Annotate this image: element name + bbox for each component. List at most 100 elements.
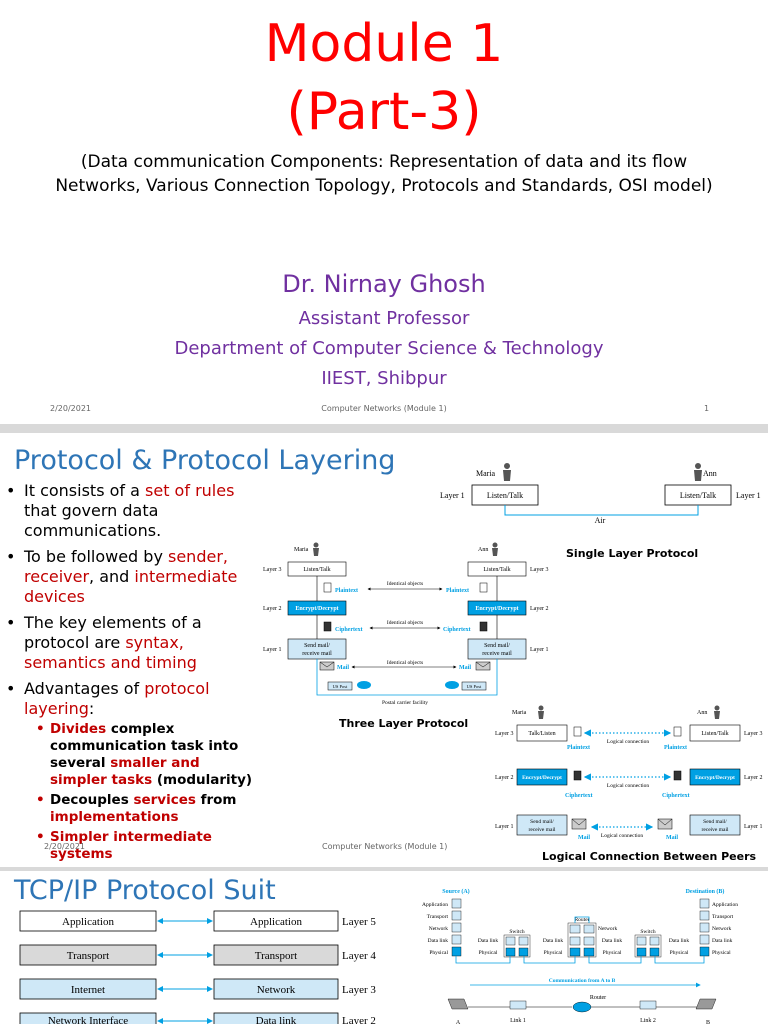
svg-text:Layer 2: Layer 2 — [744, 775, 763, 781]
bullet-set-of-rules: • It consists of a set of rules that gov… — [6, 481, 235, 540]
bullet-followed-by: • To be followed by sender, receiver, an… — [6, 547, 238, 606]
svg-text:Transport: Transport — [427, 914, 449, 920]
bullet-list: • It consists of a set of rules that gov… — [6, 481, 256, 863]
footer-date: 2/20/2021 — [50, 404, 92, 413]
slide-divider — [0, 867, 768, 871]
svg-text:Data link: Data link — [478, 938, 499, 944]
svg-text:Layer 3: Layer 3 — [342, 984, 376, 996]
svg-text:Application: Application — [422, 902, 448, 908]
svg-text:Listen/Talk: Listen/Talk — [487, 491, 523, 500]
svg-text:Identical objects: Identical objects — [387, 660, 423, 666]
svg-text:Application: Application — [712, 902, 738, 908]
svg-text:Switch: Switch — [509, 929, 525, 935]
sub-bullet-simpler: • Simpler intermediate systems — [36, 829, 212, 862]
svg-text:Postal carrier facility: Postal carrier facility — [382, 699, 428, 706]
svg-text:Layer 4: Layer 4 — [342, 950, 376, 962]
svg-text:Layer 2: Layer 2 — [342, 1015, 376, 1024]
page-subtitle-part: (Part-3) — [286, 82, 482, 142]
topics-line-1: (Data communication Components: Represen… — [80, 152, 688, 172]
svg-text:Listen/Talk: Listen/Talk — [303, 567, 330, 573]
svg-text:US Post: US Post — [333, 684, 348, 689]
svg-text:Maria: Maria — [294, 547, 309, 553]
svg-text:Layer 3: Layer 3 — [263, 567, 282, 573]
svg-text:Plaintext: Plaintext — [335, 588, 358, 594]
svg-text:Send mail/: Send mail/ — [304, 643, 330, 649]
svg-text:Network: Network — [712, 926, 731, 932]
svg-text:Encrypt/Decrypt: Encrypt/Decrypt — [695, 775, 735, 781]
svg-text:Transport: Transport — [255, 950, 297, 962]
svg-text:Layer 3: Layer 3 — [495, 731, 514, 737]
svg-text:receive mail: receive mail — [701, 827, 728, 833]
logical-connection-diagram: Maria Ann Layer 3 Talk/Listen Listen/Tal… — [495, 705, 763, 863]
single-layer-diagram: Maria Ann Layer 1 Listen/Talk Listen/Tal… — [440, 463, 761, 560]
svg-text:Listen/Talk: Listen/Talk — [680, 491, 716, 500]
tcpip-network-diagram: Source (A) Destination (B) Application T… — [422, 888, 738, 1024]
svg-text:Ciphertext: Ciphertext — [662, 793, 690, 799]
svg-text:receive mail: receive mail — [482, 651, 512, 657]
footer-center: Computer Networks (Module 1) — [322, 842, 448, 851]
sub-bullet-divides: • Divides complex communication task int… — [36, 721, 253, 788]
svg-text:Send mail/: Send mail/ — [530, 819, 554, 825]
person-icon — [695, 463, 701, 469]
svg-text:Ciphertext: Ciphertext — [565, 793, 593, 799]
caption-logical-connection: Logical Connection Between Peers — [542, 850, 757, 863]
svg-text:Router: Router — [590, 995, 606, 1001]
svg-text:Talk/Listen: Talk/Listen — [528, 731, 555, 737]
svg-text:Layer 2: Layer 2 — [530, 606, 549, 612]
tcpip-layer-left: Application Transport Internet Network I… — [19, 910, 157, 1024]
svg-text:Air: Air — [595, 516, 606, 525]
footer-page: 1 — [704, 404, 710, 413]
caption-single-layer: Single Layer Protocol — [566, 547, 698, 560]
svg-text:Physical: Physical — [429, 950, 448, 956]
svg-text:Network Interface: Network Interface — [48, 1015, 128, 1024]
svg-text:Physical: Physical — [479, 950, 498, 956]
author-institute: IIEST, Shibpur — [321, 368, 447, 389]
svg-text:Link 1: Link 1 — [510, 1018, 526, 1024]
svg-text:Network: Network — [429, 926, 448, 932]
svg-text:Physical: Physical — [670, 950, 689, 956]
svg-text:Logical connection: Logical connection — [607, 739, 650, 745]
slide-title: Module 1 (Part-3) (Data communication Co… — [0, 0, 768, 424]
svg-text:Mail: Mail — [666, 835, 678, 841]
svg-text:Ciphertext: Ciphertext — [443, 627, 471, 633]
svg-text:Layer 1: Layer 1 — [736, 491, 761, 500]
svg-text:Ann: Ann — [478, 547, 488, 553]
svg-text:Layer 3: Layer 3 — [530, 567, 549, 573]
svg-text:Layer 1: Layer 1 — [440, 491, 465, 500]
svg-text:Physical: Physical — [712, 950, 731, 956]
svg-text:Encrypt/Decrypt: Encrypt/Decrypt — [475, 606, 518, 612]
svg-text:receive mail: receive mail — [302, 651, 332, 657]
svg-text:Listen/Talk: Listen/Talk — [701, 731, 728, 737]
svg-text:Application: Application — [250, 916, 302, 928]
protocol-diagrams: Maria Ann Layer 1 Listen/Talk Listen/Tal… — [263, 463, 763, 863]
footer-date: 2/20/2021 — [44, 842, 86, 851]
svg-text:Layer 1: Layer 1 — [744, 824, 763, 830]
svg-text:Layer 1: Layer 1 — [495, 824, 514, 830]
svg-text:Layer 1: Layer 1 — [530, 647, 549, 653]
svg-text:Encrypt/Decrypt: Encrypt/Decrypt — [522, 775, 562, 781]
footer-center: Computer Networks (Module 1) — [321, 404, 447, 413]
svg-text:Data link: Data link — [602, 938, 623, 944]
svg-text:Physical: Physical — [603, 950, 622, 956]
slide-tcpip: TCP/IP Protocol Suit Application Transpo… — [0, 871, 768, 1024]
page-title: Module 1 — [264, 14, 504, 74]
svg-text:Transport: Transport — [712, 914, 734, 920]
slide-divider — [0, 424, 768, 433]
svg-text:Transport: Transport — [67, 950, 109, 962]
svg-text:Mail: Mail — [578, 835, 590, 841]
sub-bullets: • Divides complex communication task int… — [36, 721, 256, 863]
svg-text:Data link: Data link — [669, 938, 690, 944]
svg-text:Data link: Data link — [543, 938, 564, 944]
svg-text:Encrypt/Decrypt: Encrypt/Decrypt — [295, 606, 338, 612]
svg-text:receive mail: receive mail — [528, 827, 555, 833]
svg-text:Layer 2: Layer 2 — [495, 775, 514, 781]
sub-bullet-decouples: • Decouples services from implementation… — [36, 792, 237, 825]
svg-text:US Post: US Post — [467, 684, 482, 689]
svg-text:Plaintext: Plaintext — [446, 588, 469, 594]
svg-text:Identical objects: Identical objects — [387, 620, 423, 626]
maria-label: Maria — [476, 469, 496, 478]
three-layer-diagram: Maria Ann Layer 3 Listen/Talk Layer 2 En… — [263, 542, 549, 730]
svg-text:Send mail/: Send mail/ — [703, 819, 727, 825]
slide-title: TCP/IP Protocol Suit — [14, 875, 276, 906]
svg-text:Communication from A to B: Communication from A to B — [549, 978, 616, 984]
